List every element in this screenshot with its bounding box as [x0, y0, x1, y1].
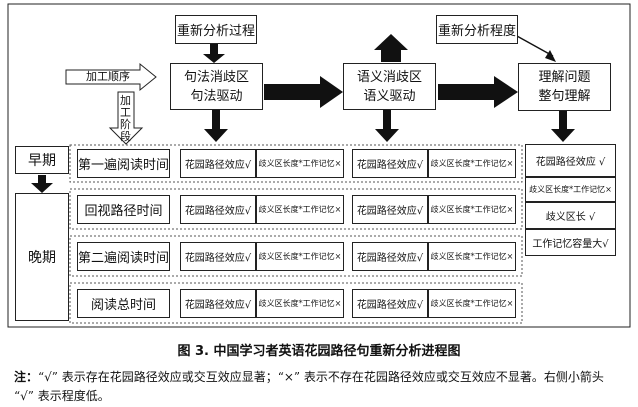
right-cell-interaction: 歧义区长度*工作记忆× [525, 177, 616, 202]
cell-r3-semantic-effect: 花园路径效应√ [352, 242, 428, 271]
cell-r2-semantic-effect: 花园路径效应√ [352, 195, 428, 224]
row-group-4 [69, 282, 523, 324]
cell-r1-semantic-interaction: 歧义区长度*工作记忆× [428, 149, 516, 178]
arrow-comprehension-to-table [551, 111, 575, 142]
cell-r3-syntax-effect: 花园路径效应√ [180, 242, 256, 271]
processing-stage-label: 加工阶段 [120, 94, 131, 143]
row-group-1 [69, 144, 523, 183]
arrow-semantic-to-table [375, 109, 399, 142]
cell-r1-syntax-interaction: 歧义区长度*工作记忆× [256, 149, 344, 178]
semantic-stage-box: 语义消歧区 语义驱动 [343, 63, 436, 110]
reanalysis-degree-box: 重新分析程度 [436, 15, 518, 44]
note-text: “√” 表示存在花园路径效应或交互效应显著；“×” 表示不存在花园路径效应或交互… [14, 370, 604, 403]
comprehension-stage-line1: 理解问题 [538, 70, 591, 85]
syntax-stage-line2: 句法驱动 [190, 88, 243, 104]
row-group-3 [69, 235, 523, 277]
cell-r2-semantic-interaction: 歧义区长度*工作记忆× [428, 195, 516, 224]
comprehension-stage-line2: 整句理解 [538, 89, 591, 104]
cell-r1-semantic-effect: 花园路径效应√ [352, 149, 428, 178]
row-label-first-pass: 第一遍阅读时间 [77, 149, 170, 178]
syntax-stage-box: 句法消歧区 句法驱动 [170, 63, 263, 110]
figure-caption: 图 3. 中国学习者英语花园路径句重新分析进程图 [177, 344, 461, 359]
syntax-stage-line1: 句法消歧区 [183, 69, 249, 85]
processing-order-arrow [65, 62, 157, 92]
row-group-2 [69, 188, 523, 230]
arrow-semantic-to-degree [374, 34, 408, 62]
processing-order-label: 加工顺序 [86, 70, 130, 83]
cell-r2-syntax-interaction: 歧义区长度*工作记忆× [256, 195, 344, 224]
processing-stage-arrow [108, 91, 144, 145]
semantic-stage-line1: 语义消歧区 [356, 69, 422, 85]
reanalysis-process-box: 重新分析过程 [175, 15, 257, 44]
figure-note: 注：“√” 表示存在花园路径效应或交互效应显著；“×” 表示不存在花园路径效应或… [14, 368, 626, 406]
cell-r3-syntax-interaction: 歧义区长度*工作记忆× [256, 242, 344, 271]
late-phase-box: 晚期 [15, 193, 69, 321]
right-cell-garden-path: 花园路径效应 √ [525, 144, 616, 177]
arrow-syntax-to-table [204, 109, 228, 142]
reanalysis-process-label: 重新分析过程 [176, 24, 255, 39]
early-phase-box: 早期 [15, 146, 69, 174]
cell-r4-semantic-effect: 花园路径效应√ [352, 289, 428, 318]
early-phase-label: 早期 [28, 153, 56, 169]
cell-r3-semantic-interaction: 歧义区长度*工作记忆× [428, 242, 516, 271]
row-label-second-pass: 第二遍阅读时间 [77, 242, 170, 271]
reanalysis-degree-label: 重新分析程度 [437, 24, 516, 39]
late-phase-label: 晚期 [28, 250, 56, 266]
cell-r4-syntax-interaction: 歧义区长度*工作记忆× [256, 289, 344, 318]
right-cell-working-memory: 工作记忆容量大√ [525, 229, 616, 256]
outer-frame [7, 3, 631, 328]
cell-r1-syntax-effect: 花园路径效应√ [180, 149, 256, 178]
semantic-stage-line2: 语义驱动 [363, 88, 416, 104]
arrow-process-to-syntax [203, 44, 225, 63]
right-cell-ambiguity-length: 歧义区长 √ [525, 202, 616, 229]
arrow-semantic-to-comprehension [438, 76, 518, 108]
arrow-syntax-to-semantic [264, 76, 343, 108]
cell-r4-syntax-effect: 花园路径效应√ [180, 289, 256, 318]
note-label: 注： [14, 370, 39, 384]
comprehension-stage-box: 理解问题 整句理解 [518, 63, 611, 111]
arrow-degree-to-comprehension-head [545, 50, 556, 62]
arrow-early-to-late [31, 175, 53, 193]
cell-r4-semantic-interaction: 歧义区长度*工作记忆× [428, 289, 516, 318]
cell-r2-syntax-effect: 花园路径效应√ [180, 195, 256, 224]
row-label-total-time: 阅读总时间 [77, 289, 170, 318]
row-label-regression-path: 回视路径时间 [77, 195, 170, 224]
